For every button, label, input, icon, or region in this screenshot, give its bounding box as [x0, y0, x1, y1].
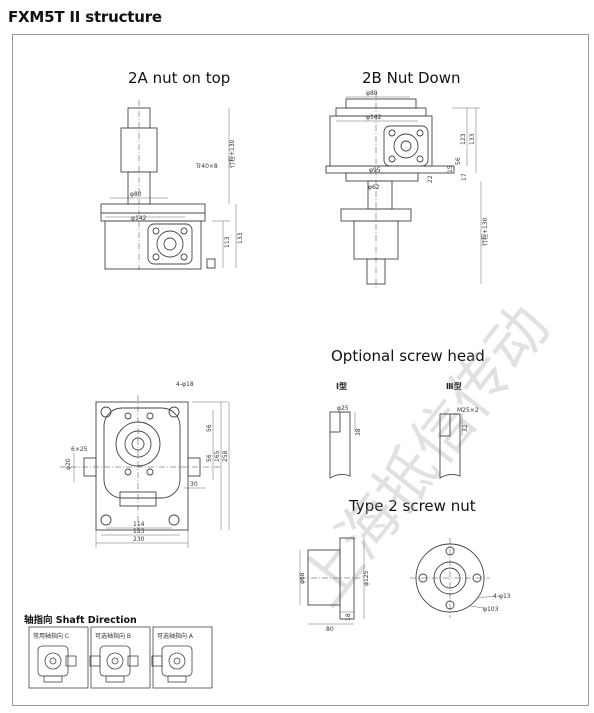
dim-plan-258: 258	[222, 450, 229, 462]
dim-head1-38: 38	[355, 428, 362, 436]
dim-plan-56a: 56	[206, 424, 213, 432]
shaft-option-c-label: 常用轴指向 C	[33, 632, 69, 640]
heading-optional-screw-head: Optional screw head	[331, 347, 485, 365]
watermark: 上海抵信传动	[287, 292, 564, 619]
dim-2b-133: 133	[469, 133, 476, 145]
drawing-screw-head-type-1	[329, 411, 356, 479]
dim-plan-holes: 4-φ18	[176, 381, 194, 388]
shaft-option-a-label: 可选轴指向 A	[157, 632, 194, 640]
dim-nut-18: 18	[345, 613, 352, 621]
dim-2b-15: 15	[447, 165, 454, 173]
dim-2b-22: 22	[427, 175, 434, 183]
dim-plan-phi20: φ20	[65, 458, 72, 470]
dims-2b: φ80 φ142 φ95 φ62 123 133 56 15 17 22 行程+…	[366, 90, 489, 246]
shaft-direction-title: 轴指向 Shaft Direction	[24, 615, 137, 626]
dim-2a-tr40: Tr40×8	[195, 163, 218, 170]
dim-plan-key: 6×25	[71, 446, 88, 453]
dim-plan-230: 230	[133, 536, 145, 543]
drawing-type-2-screw-nut	[299, 537, 495, 625]
dim-nut-holes: 4-φ13	[493, 593, 511, 600]
heading-type-2-screw-nut: Type 2 screw nut	[349, 497, 476, 515]
dim-plan-56b: 56	[206, 454, 213, 462]
dim-2a-stroke: 行程+130	[228, 139, 236, 168]
shaft-option-b-label: 可选轴指向 B	[95, 632, 131, 640]
dim-head1-phi25: φ25	[337, 405, 349, 412]
shaft-option-b	[89, 626, 151, 689]
dim-2a-phi142: φ142	[131, 215, 147, 222]
drawing-plan-view	[60, 395, 230, 548]
dim-2b-phi142: φ142	[366, 114, 382, 121]
dims-plan: 4-φ18 6×25 φ20 56 56 165 258 30 114 153 …	[65, 381, 229, 543]
dim-2b-17: 17	[461, 173, 468, 181]
dim-2b-56: 56	[455, 157, 462, 165]
shaft-direction-panel: 常用轴指向 C 可选轴指向 B 可选轴指向 A	[28, 626, 213, 689]
shaft-option-c	[28, 626, 89, 689]
dim-nut-80: 80	[326, 626, 334, 633]
dim-2b-phi95: φ95	[369, 167, 381, 174]
screw-head-type-1-label: I型	[336, 382, 347, 391]
dim-2b-phi62: φ62	[368, 184, 380, 191]
dim-2b-phi80: φ80	[366, 90, 378, 97]
shaft-option-a	[151, 626, 213, 689]
dim-plan-165: 165	[214, 450, 221, 462]
dim-2b-stroke: 行程+130	[481, 217, 489, 246]
page-title: FXM5T II structure	[8, 8, 162, 26]
drawing-screw-head-type-3	[439, 413, 463, 479]
watermark-text: 上海抵信传动	[287, 292, 564, 619]
dim-plan-153: 153	[133, 528, 145, 535]
heading-2a-nut-on-top: 2A nut on top	[128, 69, 231, 87]
dim-2a-133: 133	[237, 232, 244, 244]
screw-head-type-3-label: Ⅲ型	[446, 382, 462, 391]
drawing-2a-nut-on-top	[100, 100, 237, 270]
dim-plan-114: 114	[133, 521, 145, 528]
drawing-frame	[12, 34, 589, 706]
dim-2a-113: 113	[224, 236, 231, 248]
dim-plan-30: 30	[190, 481, 198, 488]
dim-head3-m25: M25×2	[457, 407, 479, 414]
dim-nut-phi68: φ68	[299, 572, 306, 584]
dim-nut-phi103: φ103	[483, 606, 499, 613]
heading-2b-nut-down: 2B Nut Down	[362, 69, 461, 87]
dims-2a: φ80 φ142 Tr40×8 行程+130 113 133	[130, 139, 244, 248]
drawing-2b-nut-down	[325, 92, 482, 290]
dims-type-2-screw-nut: φ68 φ125 18 80 4-φ13 φ103	[299, 570, 511, 633]
dim-2b-123: 123	[460, 133, 467, 145]
dims-screw-head-type-3: M25×2 32	[457, 407, 479, 432]
dim-2a-phi80: φ80	[130, 191, 142, 198]
dim-head3-32: 32	[462, 424, 469, 432]
dims-screw-head-type-1: φ25 38	[337, 405, 362, 436]
dim-nut-phi125: φ125	[363, 570, 370, 586]
